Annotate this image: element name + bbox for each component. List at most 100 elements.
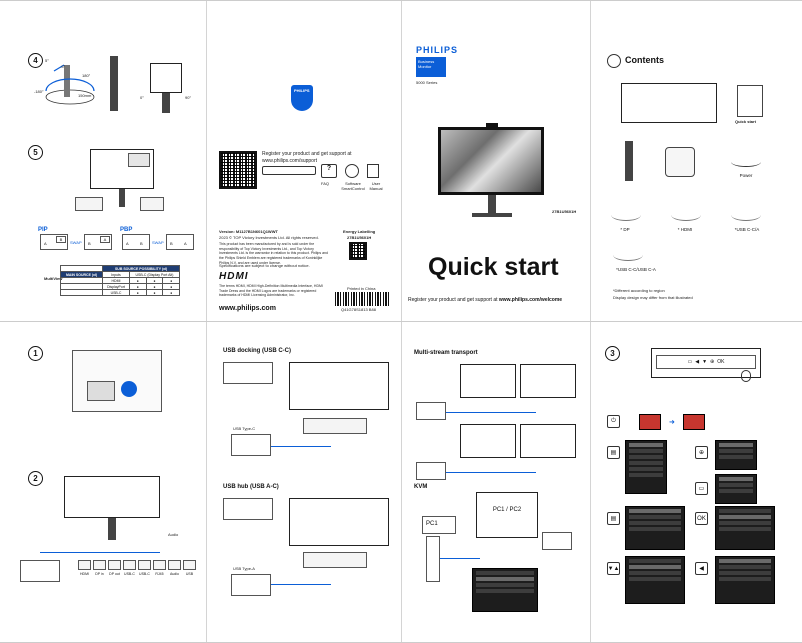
quick-start-title: Quick start bbox=[428, 253, 559, 281]
port-rj45 bbox=[153, 560, 166, 570]
webcam bbox=[486, 123, 498, 128]
pip-screen-a: A B bbox=[40, 234, 68, 250]
barcode-number: Q41G78S1813 B88 bbox=[341, 307, 376, 312]
port-labels: HDMI DP in DP out USB-C USB-C RJ45 Audio… bbox=[80, 572, 194, 576]
panel-osd: 3 ▭ ◀ ▼ ⊕ OK ⏻ ➜ ▤ ⊕ bbox=[591, 322, 802, 642]
energy-qr-code bbox=[349, 242, 367, 260]
panel-adjust-pip: 4 5° -5° 180° -180° 150mm 0° 90° 5 PIP bbox=[0, 1, 207, 321]
usb-docking-title: USB docking (USB C-C) bbox=[223, 348, 291, 354]
menu-button-icon-2[interactable]: ▤ bbox=[607, 512, 620, 525]
manual-icon bbox=[367, 164, 379, 178]
business-badge: Business Monitor bbox=[416, 57, 446, 77]
swivel-label: 180° bbox=[82, 73, 91, 78]
osd-button-4[interactable]: ⊕ bbox=[710, 359, 715, 365]
hub-laptop bbox=[231, 574, 271, 596]
pbp-label: PBP bbox=[120, 227, 133, 233]
connect-cable bbox=[40, 552, 160, 553]
software-label: Software SmartControl bbox=[341, 181, 365, 192]
sheet-outside: 4 5° -5° 180° -180° 150mm 0° 90° 5 PIP bbox=[0, 0, 802, 322]
software-icon bbox=[345, 164, 359, 178]
faq-icon: ? bbox=[321, 164, 337, 178]
kvm-title: KVM bbox=[414, 484, 428, 490]
osd-button-2[interactable]: ◀ bbox=[695, 359, 700, 365]
mst-cable-2 bbox=[446, 472, 536, 473]
specs-note: Specifications are subject to change wit… bbox=[219, 263, 310, 268]
disclaimer-text: This product has been manufactured by an… bbox=[219, 242, 328, 265]
ok-button[interactable]: OK bbox=[695, 512, 708, 525]
docking-cable-inset bbox=[223, 362, 273, 384]
hdmi-cable-icon bbox=[671, 209, 701, 221]
port-audio bbox=[168, 560, 181, 570]
hub-cable bbox=[271, 584, 331, 585]
box-icon bbox=[607, 54, 621, 68]
osd-navigate-menu bbox=[625, 556, 685, 604]
pivot-b-label: 90° bbox=[185, 95, 192, 100]
power-label: Power bbox=[739, 173, 753, 178]
osd-back-menu bbox=[715, 556, 775, 604]
panel-cover: PHILIPS Business Monitor 5000 Series 27B… bbox=[402, 1, 591, 321]
swap-label-2: SWAP bbox=[152, 240, 164, 245]
power-button-icon[interactable]: ⏻ bbox=[607, 415, 620, 428]
menu-button-icon[interactable]: ▤ bbox=[607, 446, 620, 459]
step-5-number: 5 bbox=[28, 145, 43, 160]
pivot-a-label: 0° bbox=[140, 95, 144, 100]
hdmi-logo: HDMI bbox=[219, 271, 249, 282]
usbc-a-label: *USB C-C/A bbox=[734, 227, 760, 232]
osd-input-menu bbox=[715, 440, 757, 470]
arrow-icon-1: ➜ bbox=[669, 419, 675, 426]
pbp-screen-ab: A B bbox=[122, 234, 150, 250]
step-1-number: 1 bbox=[28, 346, 43, 361]
back-button-icon[interactable]: ◀ bbox=[695, 562, 708, 575]
input-button-icon[interactable]: ⊕ bbox=[695, 446, 708, 459]
sheet-inside: 1 2 Audio HDMI DP in DP out USB-C USB-C … bbox=[0, 321, 802, 643]
kvm-pc-tower bbox=[426, 536, 440, 582]
osd-power-screen bbox=[639, 414, 661, 430]
philips-wordmark: PHILIPS bbox=[416, 45, 459, 55]
hub-monitor-back bbox=[289, 498, 389, 546]
mst-laptop-1 bbox=[416, 402, 446, 420]
kvm-monitor: PC1 / PC2 bbox=[476, 492, 538, 538]
port-usb bbox=[183, 560, 196, 570]
connect-monitor-back bbox=[64, 476, 160, 518]
pip-screen-b: B A bbox=[84, 234, 112, 250]
up-down-button-icon[interactable]: ▼▲ bbox=[607, 562, 620, 575]
panel-mst-kvm: Multi-stream transport KVM PC1 / PC2 PC1 bbox=[402, 322, 591, 642]
osd-button-3[interactable]: ▼ bbox=[702, 359, 708, 365]
multiview-monitor bbox=[90, 149, 154, 189]
support-search-input[interactable] bbox=[262, 166, 316, 175]
series-label: 5000 Series bbox=[416, 80, 438, 85]
osd-button-5[interactable]: OK bbox=[717, 359, 725, 365]
docking-port-panel bbox=[303, 418, 367, 434]
height-label: 150mm bbox=[78, 93, 92, 98]
printed-in: Printed in China bbox=[347, 286, 376, 291]
support-qr-code bbox=[219, 151, 257, 189]
manual-label: User Manual bbox=[369, 181, 383, 192]
hub-port-panel bbox=[303, 552, 367, 568]
multiview-stand bbox=[119, 189, 125, 207]
step-2-number: 2 bbox=[28, 471, 43, 486]
port-dp-out bbox=[108, 560, 121, 570]
contents-title: Contents bbox=[625, 55, 664, 65]
docking-laptop bbox=[231, 434, 271, 456]
hub-cable-inset bbox=[223, 498, 273, 520]
finger-icon bbox=[741, 370, 751, 382]
osd-main-menu bbox=[625, 440, 667, 494]
website-text[interactable]: www.philips.com bbox=[219, 305, 276, 312]
dp-cable-icon bbox=[611, 209, 641, 221]
support-url[interactable]: www.philips.com/support bbox=[262, 158, 318, 164]
kvm-pc1-display: PC1 bbox=[422, 516, 456, 534]
laptop-illustration bbox=[75, 197, 103, 211]
smartimage-button-icon[interactable]: ▭ bbox=[695, 482, 708, 495]
mst-monitor-1 bbox=[460, 364, 516, 398]
osd-button-1[interactable]: ▭ bbox=[687, 359, 693, 365]
pc-illustration bbox=[140, 197, 164, 211]
usbc-c-label: *USB C-C/USB C-A bbox=[616, 267, 656, 272]
hdmi-label: * HDMI bbox=[677, 227, 693, 232]
port-usbc-1 bbox=[123, 560, 136, 570]
port-hdmi bbox=[78, 560, 91, 570]
unbox-illustration bbox=[72, 350, 162, 412]
tilt-illustration bbox=[40, 61, 100, 109]
pip-label: PIP bbox=[38, 227, 48, 233]
mst-monitor-3 bbox=[460, 424, 516, 458]
contents-stand bbox=[625, 141, 633, 181]
